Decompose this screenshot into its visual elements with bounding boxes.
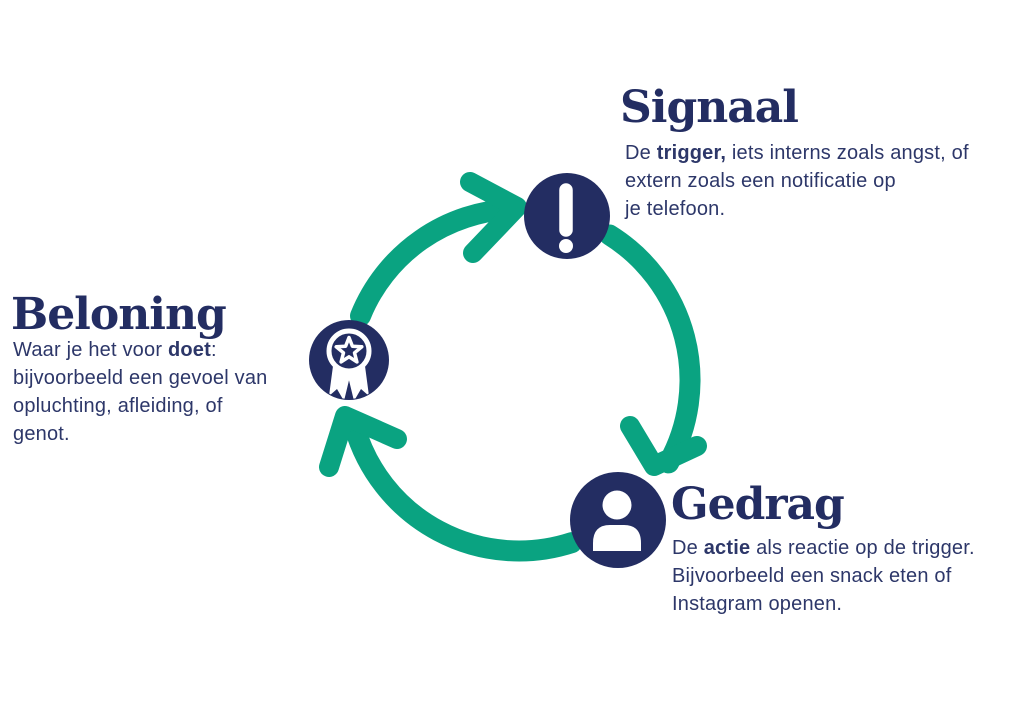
- signaal-title: Signaal: [620, 82, 799, 133]
- beloning-body-line: opluchting, afleiding, of: [13, 395, 223, 417]
- arc-beloning-to-signaal: [350, 198, 524, 327]
- arrowhead-to-signaal-icon: [460, 172, 527, 263]
- signaal-body-line: je telefoon.: [625, 198, 726, 220]
- beloning-body-line: bijvoorbeeld een gevoel van: [13, 367, 268, 389]
- arc-gedrag-to-beloning: [344, 416, 583, 562]
- beloning-body-line: genot.: [13, 423, 70, 445]
- gedrag-body: De actie als reactie op de trigger. Bijv…: [672, 534, 975, 618]
- star-icon: [334, 335, 364, 364]
- beloning-node: [309, 320, 389, 400]
- gedrag-body-line: Instagram openen.: [672, 593, 843, 615]
- arrowhead-to-beloning-icon: [319, 406, 407, 477]
- cycle-arrows: [319, 172, 707, 562]
- award-medal-icon: [326, 328, 372, 399]
- gedrag-body-line: Bijvoorbeeld een snack eten of: [672, 565, 952, 587]
- exclamation-icon: [559, 183, 573, 253]
- arc-signaal-to-gedrag: [599, 224, 701, 474]
- arrowhead-to-gedrag-icon: [620, 416, 707, 476]
- person-icon: [593, 490, 641, 551]
- signaal-body: De trigger, iets interns zoals angst, of…: [625, 139, 969, 223]
- beloning-body-line: Waar je het voor doet:: [13, 339, 217, 361]
- gedrag-node-circle: [570, 472, 666, 568]
- signaal-body-line: extern zoals een notificatie op: [625, 170, 896, 192]
- gedrag-body-line: De actie als reactie op de trigger.: [672, 537, 975, 559]
- gedrag-title: Gedrag: [671, 479, 845, 530]
- signaal-body-line: De trigger, iets interns zoals angst, of: [625, 142, 969, 164]
- beloning-title: Beloning: [11, 289, 227, 340]
- gedrag-node: [570, 472, 666, 568]
- beloning-body: Waar je het voor doet: bijvoorbeeld een …: [13, 336, 267, 448]
- signaal-node: [524, 173, 610, 259]
